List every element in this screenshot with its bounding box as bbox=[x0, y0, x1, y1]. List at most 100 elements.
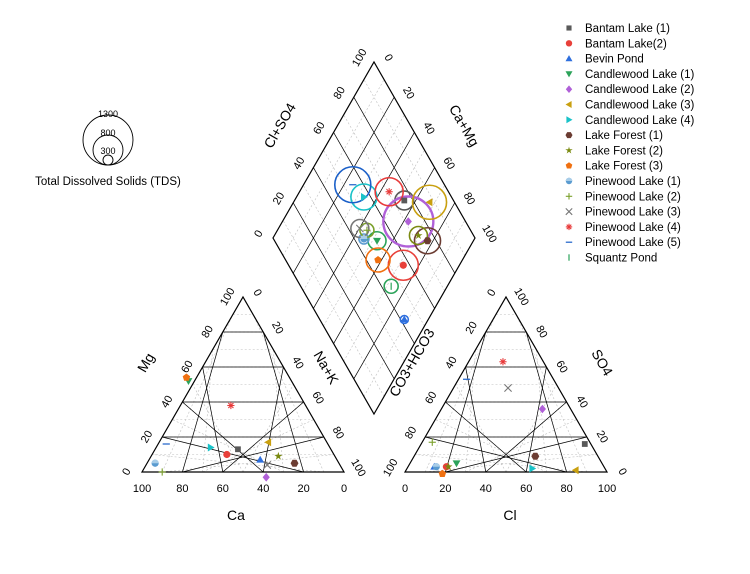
lake-forest-1-cation-point bbox=[290, 459, 299, 467]
legend-label-pinewood-lake-1: Pinewood Lake (1) bbox=[585, 176, 681, 188]
legend-label-lake-forest-3: Lake Forest (3) bbox=[585, 161, 663, 173]
pinewood-lake-2-cation-point bbox=[158, 468, 166, 476]
lake-forest-2-anion-point bbox=[444, 462, 453, 471]
diamond-grid-b bbox=[363, 79, 466, 256]
cation-grid-a bbox=[161, 314, 234, 473]
candlewood-lake-1-diamond-point bbox=[373, 237, 381, 245]
lake-forest-3-diamond-point bbox=[374, 256, 382, 264]
legend-marker-lake-forest-1 bbox=[565, 132, 573, 139]
candlewood-lake-3-tds-circle bbox=[411, 184, 448, 221]
tick-label: 60 bbox=[311, 120, 328, 137]
legend-marker-pinewood-lake-2 bbox=[565, 193, 573, 200]
tick-label: 60 bbox=[520, 483, 532, 495]
tds-legend: 1300 800 300 Total Dissolved Solids (TDS… bbox=[35, 109, 181, 188]
diamond-major-b bbox=[313, 167, 415, 344]
tick-label: 40 bbox=[573, 394, 590, 411]
anion-major-b bbox=[525, 366, 547, 473]
anion-major-a bbox=[425, 436, 567, 473]
tick-label: 80 bbox=[461, 190, 478, 207]
tick-label: 0 bbox=[381, 52, 394, 63]
axis-label-camg: Ca+Mg bbox=[446, 102, 483, 149]
diamond-grid-b bbox=[343, 114, 445, 291]
anion-grid-a bbox=[455, 384, 507, 473]
bantam-lake-1-cation-point bbox=[235, 446, 241, 453]
candlewood-lake-4-diamond-point bbox=[361, 193, 368, 201]
plot-frames bbox=[140, 60, 609, 473]
legend-label-candlewood-lake-1: Candlewood Lake (1) bbox=[585, 69, 694, 81]
candlewood-lake-4-cation-point bbox=[207, 443, 215, 452]
tick-label: 0 bbox=[120, 466, 133, 477]
legend-label-candlewood-lake-2: Candlewood Lake (2) bbox=[585, 84, 694, 96]
tick-label: 80 bbox=[560, 483, 572, 495]
pinewood-lake-4-anion-point bbox=[499, 358, 507, 366]
legend-label-candlewood-lake-3: Candlewood Lake (3) bbox=[585, 100, 694, 112]
pinewood-lake-2-anion-point bbox=[428, 438, 436, 446]
pinewood-lake-1-tds-circle bbox=[358, 233, 370, 245]
tick-label: 20 bbox=[139, 429, 156, 446]
candlewood-lake-1-anion-point bbox=[452, 460, 461, 468]
tick-label: 100 bbox=[511, 286, 531, 308]
legend-label-candlewood-lake-4: Candlewood Lake (4) bbox=[585, 115, 694, 127]
pinewood-lake-1-cation-point bbox=[151, 459, 159, 467]
data-points bbox=[151, 184, 588, 482]
lake-forest-2-diamond-point bbox=[414, 231, 423, 239]
legend-marker-bevin-pond bbox=[565, 55, 573, 62]
pinewood-lake-4-tds-circle bbox=[374, 176, 404, 207]
tick-label: 20 bbox=[269, 320, 286, 337]
cation-grid-b bbox=[252, 314, 325, 473]
tick-label: 100 bbox=[381, 457, 401, 479]
legend-label-pinewood-lake-2: Pinewood Lake (2) bbox=[585, 191, 681, 203]
anion-grid-a bbox=[435, 419, 547, 473]
cation-grid-b bbox=[273, 349, 284, 473]
pinewood-lake-1-anion-point bbox=[432, 463, 440, 471]
tds-legend-circle-small bbox=[102, 154, 114, 166]
cation-major-b bbox=[182, 436, 324, 473]
tick-label: 100 bbox=[218, 286, 238, 308]
candlewood-lake-2-anion-point bbox=[538, 404, 546, 414]
legend-marker-candlewood-lake-3 bbox=[565, 101, 572, 108]
anion-grid-b bbox=[425, 454, 597, 473]
axis-label-so4: SO4 bbox=[588, 346, 616, 378]
tick-label: 80 bbox=[330, 425, 347, 442]
tick-label: 20 bbox=[400, 85, 417, 102]
tick-label: 20 bbox=[271, 190, 288, 207]
tick-label: 100 bbox=[598, 483, 616, 495]
squantz-pond-tds-circle bbox=[383, 278, 399, 295]
legend-label-pinewood-lake-4: Pinewood Lake (4) bbox=[585, 222, 681, 234]
tick-label: 60 bbox=[553, 359, 570, 376]
tick-label: 40 bbox=[480, 483, 492, 495]
cation-major-b bbox=[262, 331, 304, 473]
tick-label: 0 bbox=[341, 483, 347, 495]
tick-label: 100 bbox=[133, 483, 151, 495]
legend-marker-candlewood-lake-2 bbox=[565, 85, 573, 93]
axis-label-co3hco3: CO3+HCO3 bbox=[386, 325, 438, 399]
cation-major-a bbox=[182, 401, 264, 473]
anion-major-b bbox=[445, 436, 587, 473]
anion-grid-b bbox=[465, 419, 577, 473]
axis-label-cl: Cl bbox=[503, 507, 516, 523]
legend-label-bantam-lake-2: Bantam Lake(2) bbox=[585, 38, 667, 50]
candlewood-lake-3-anion-point bbox=[571, 466, 579, 475]
cation-major-b bbox=[262, 366, 284, 473]
legend-label-squantz-pond: Squantz Pond bbox=[585, 253, 657, 265]
tick-label: 80 bbox=[533, 324, 550, 341]
tick-label: 20 bbox=[594, 429, 611, 446]
legend-label-pinewood-lake-5: Pinewood Lake (5) bbox=[585, 237, 681, 249]
pinewood-lake-4-diamond-point bbox=[385, 188, 393, 196]
diamond-major-b bbox=[292, 202, 395, 379]
legend-marker-pinewood-lake-3 bbox=[565, 208, 573, 216]
tick-label: 60 bbox=[179, 359, 196, 376]
tick-label: 80 bbox=[331, 85, 348, 102]
tick-label: 60 bbox=[423, 390, 440, 407]
tick-label: 80 bbox=[403, 425, 420, 442]
anion-major-b bbox=[525, 331, 567, 473]
legend-marker-bantam-lake-2 bbox=[565, 40, 573, 47]
lake-forest-1-anion-point bbox=[531, 452, 540, 460]
pinewood-lake-3-anion-point bbox=[504, 384, 513, 392]
tds-legend-circle-large bbox=[82, 114, 134, 166]
diamond-frame bbox=[272, 60, 476, 416]
cation-frame bbox=[140, 295, 346, 473]
bevin-pond-diamond-point bbox=[400, 315, 409, 323]
pinewood-lake-4-cation-point bbox=[227, 401, 235, 410]
